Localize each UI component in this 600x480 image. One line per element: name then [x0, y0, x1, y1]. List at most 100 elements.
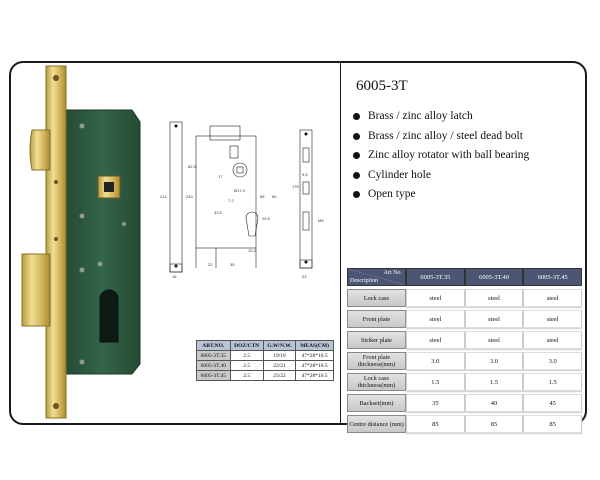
packing-cell: 23/22	[262, 370, 297, 381]
dim-22: 22	[208, 262, 213, 267]
feature-list: Brass / zinc alloy latch Brass / zinc al…	[353, 107, 529, 205]
corner-art-no: Art No.	[383, 270, 402, 276]
spec-cell: 35	[406, 394, 465, 412]
spec-row-label: Striker plate	[347, 331, 406, 349]
spec-column-header: 6005-3T.35	[406, 268, 465, 286]
table-row: Front plate steel steel steel	[347, 310, 582, 328]
table-row: 6005-3T.40 2.5 22/21 47*28*16.5	[196, 360, 334, 371]
dim-7-2: 7.2	[228, 198, 234, 203]
spec-row-label: Backset(mm)	[347, 394, 406, 412]
spec-cell: steel	[406, 289, 465, 307]
packing-cell: 22/21	[262, 360, 297, 371]
product-title: 6005-3T	[356, 78, 408, 94]
spec-cell: 3.0	[523, 352, 582, 370]
spec-cell: 1.5	[406, 373, 465, 391]
spec-cell: steel	[523, 310, 582, 328]
spec-cell: steel	[406, 310, 465, 328]
spec-cell: 3.0	[464, 352, 524, 370]
dim-diameter: Ø17.2	[234, 188, 246, 193]
spec-row-label: Centre distance (mm)	[347, 415, 406, 433]
feature-text: Zinc alloy rotator with ball bearing	[368, 149, 530, 161]
packing-cell: 2.5	[229, 360, 264, 371]
packing-cell: 6005-3T.40	[196, 360, 231, 371]
feature-text: Brass / zinc alloy / steel dead bolt	[368, 129, 523, 142]
dim-176: 176	[292, 184, 299, 189]
spec-cell: steel	[406, 331, 465, 349]
feature-text: Cylinder hole	[368, 168, 431, 181]
table-row: Backset(mm) 35 40 45	[347, 394, 582, 412]
packing-table: ART.NO. DOZ/CTN G.W/N.W. MEAS(CM) 6005-3…	[196, 340, 334, 381]
packing-cell: 19/18	[262, 350, 297, 361]
packing-header: DOZ/CTN	[229, 340, 264, 351]
spec-cell: 1.5	[464, 373, 524, 391]
dim-33-5: 33.5	[214, 210, 223, 215]
mortise-lock-image	[21, 65, 141, 419]
feature-text: Brass / zinc alloy latch	[368, 110, 473, 122]
list-item: Brass / zinc alloy latch	[353, 107, 529, 127]
spec-cell: steel	[464, 289, 524, 307]
packing-header: G.W/N.W.	[262, 340, 297, 351]
spec-cell: 3.0	[406, 352, 465, 370]
dim-35: 35	[230, 262, 235, 267]
packing-header: MEAS(CM)	[295, 340, 334, 351]
dim-23: 23	[302, 274, 307, 279]
spec-cell: steel	[464, 331, 524, 349]
table-row: Lock case thickness(mm) 1.5 1.5 1.5	[347, 373, 582, 391]
spec-row-label: Front plate	[347, 310, 406, 328]
corner-description: Description	[350, 278, 378, 284]
spec-row-label: Front plate thickness(mm)	[347, 352, 406, 370]
spec-column-header: 6005-3T.45	[523, 268, 582, 286]
spec-cell: steel	[464, 310, 524, 328]
packing-cell: 6005-3T.45	[196, 370, 231, 381]
list-item: Open type	[353, 185, 529, 205]
dim-16: 16	[172, 274, 177, 279]
bullet-icon	[353, 171, 360, 179]
dim-24-5: 24.5	[262, 216, 271, 221]
table-row: Centre distance (mm) 85 85 85	[347, 415, 582, 433]
spec-column-header: 6005-3T.40	[464, 268, 524, 286]
spec-cell: 85	[406, 415, 465, 433]
spec-cell: steel	[523, 289, 582, 307]
dim-214: 214	[160, 194, 167, 199]
dim-9-5: 9.5	[302, 172, 308, 177]
spec-cell: steel	[523, 331, 582, 349]
table-row: 6005-3T.35 2.5 19/18 47*28*16.5	[196, 350, 334, 361]
packing-cell: 47*28*16.5	[295, 360, 334, 371]
dim-17: 17	[218, 174, 223, 179]
list-item: Zinc alloy rotator with ball bearing	[353, 146, 529, 166]
table-row: 6005-3T.45 2.5 23/22 47*28*16.5	[196, 370, 334, 381]
dim-85: 85	[260, 194, 265, 199]
bullet-icon	[353, 191, 360, 199]
spec-cell: 40	[464, 394, 524, 412]
spec-row-label: Lock case	[347, 289, 406, 307]
packing-cell: 2.5	[229, 370, 264, 381]
technical-drawing: 214 240 62.5 17 33.5 24.5 16 35 10.2 Ø17…	[160, 121, 324, 279]
panel-divider	[340, 61, 341, 425]
list-item: Cylinder hole	[353, 166, 529, 186]
list-item: Brass / zinc alloy / steel dead bolt	[353, 127, 529, 147]
spec-cell: 45	[523, 394, 582, 412]
spec-cell: 1.5	[523, 373, 582, 391]
spec-cell: 85	[523, 415, 582, 433]
bullet-icon	[353, 113, 360, 121]
packing-cell: 6005-3T.35	[196, 350, 231, 361]
bullet-icon	[353, 152, 360, 160]
dim-240: 240	[186, 194, 193, 199]
dim-m5: M5	[318, 218, 324, 223]
table-row: Striker plate steel steel steel	[347, 331, 582, 349]
table-row: Front plate thickness(mm) 3.0 3.0 3.0	[347, 352, 582, 370]
table-row: Lock case steel steel steel	[347, 289, 582, 307]
bullet-icon	[353, 132, 360, 140]
dim-80: 80	[272, 194, 277, 199]
dim-10-2: 10.2	[248, 248, 257, 253]
packing-cell: 47*28*16.5	[295, 370, 334, 381]
spec-row-label: Lock case thickness(mm)	[347, 373, 406, 391]
packing-cell: 2.5	[229, 350, 264, 361]
spec-cell: 85	[464, 415, 524, 433]
spec-corner-header: Art No. Description	[347, 268, 406, 286]
packing-header: ART.NO.	[196, 340, 231, 351]
feature-text: Open type	[368, 188, 416, 200]
dim-62-5: 62.5	[188, 164, 197, 169]
spec-table: Art No. Description 6005-3T.35 6005-3T.4…	[347, 265, 582, 436]
packing-cell: 47*28*16.5	[295, 350, 334, 361]
